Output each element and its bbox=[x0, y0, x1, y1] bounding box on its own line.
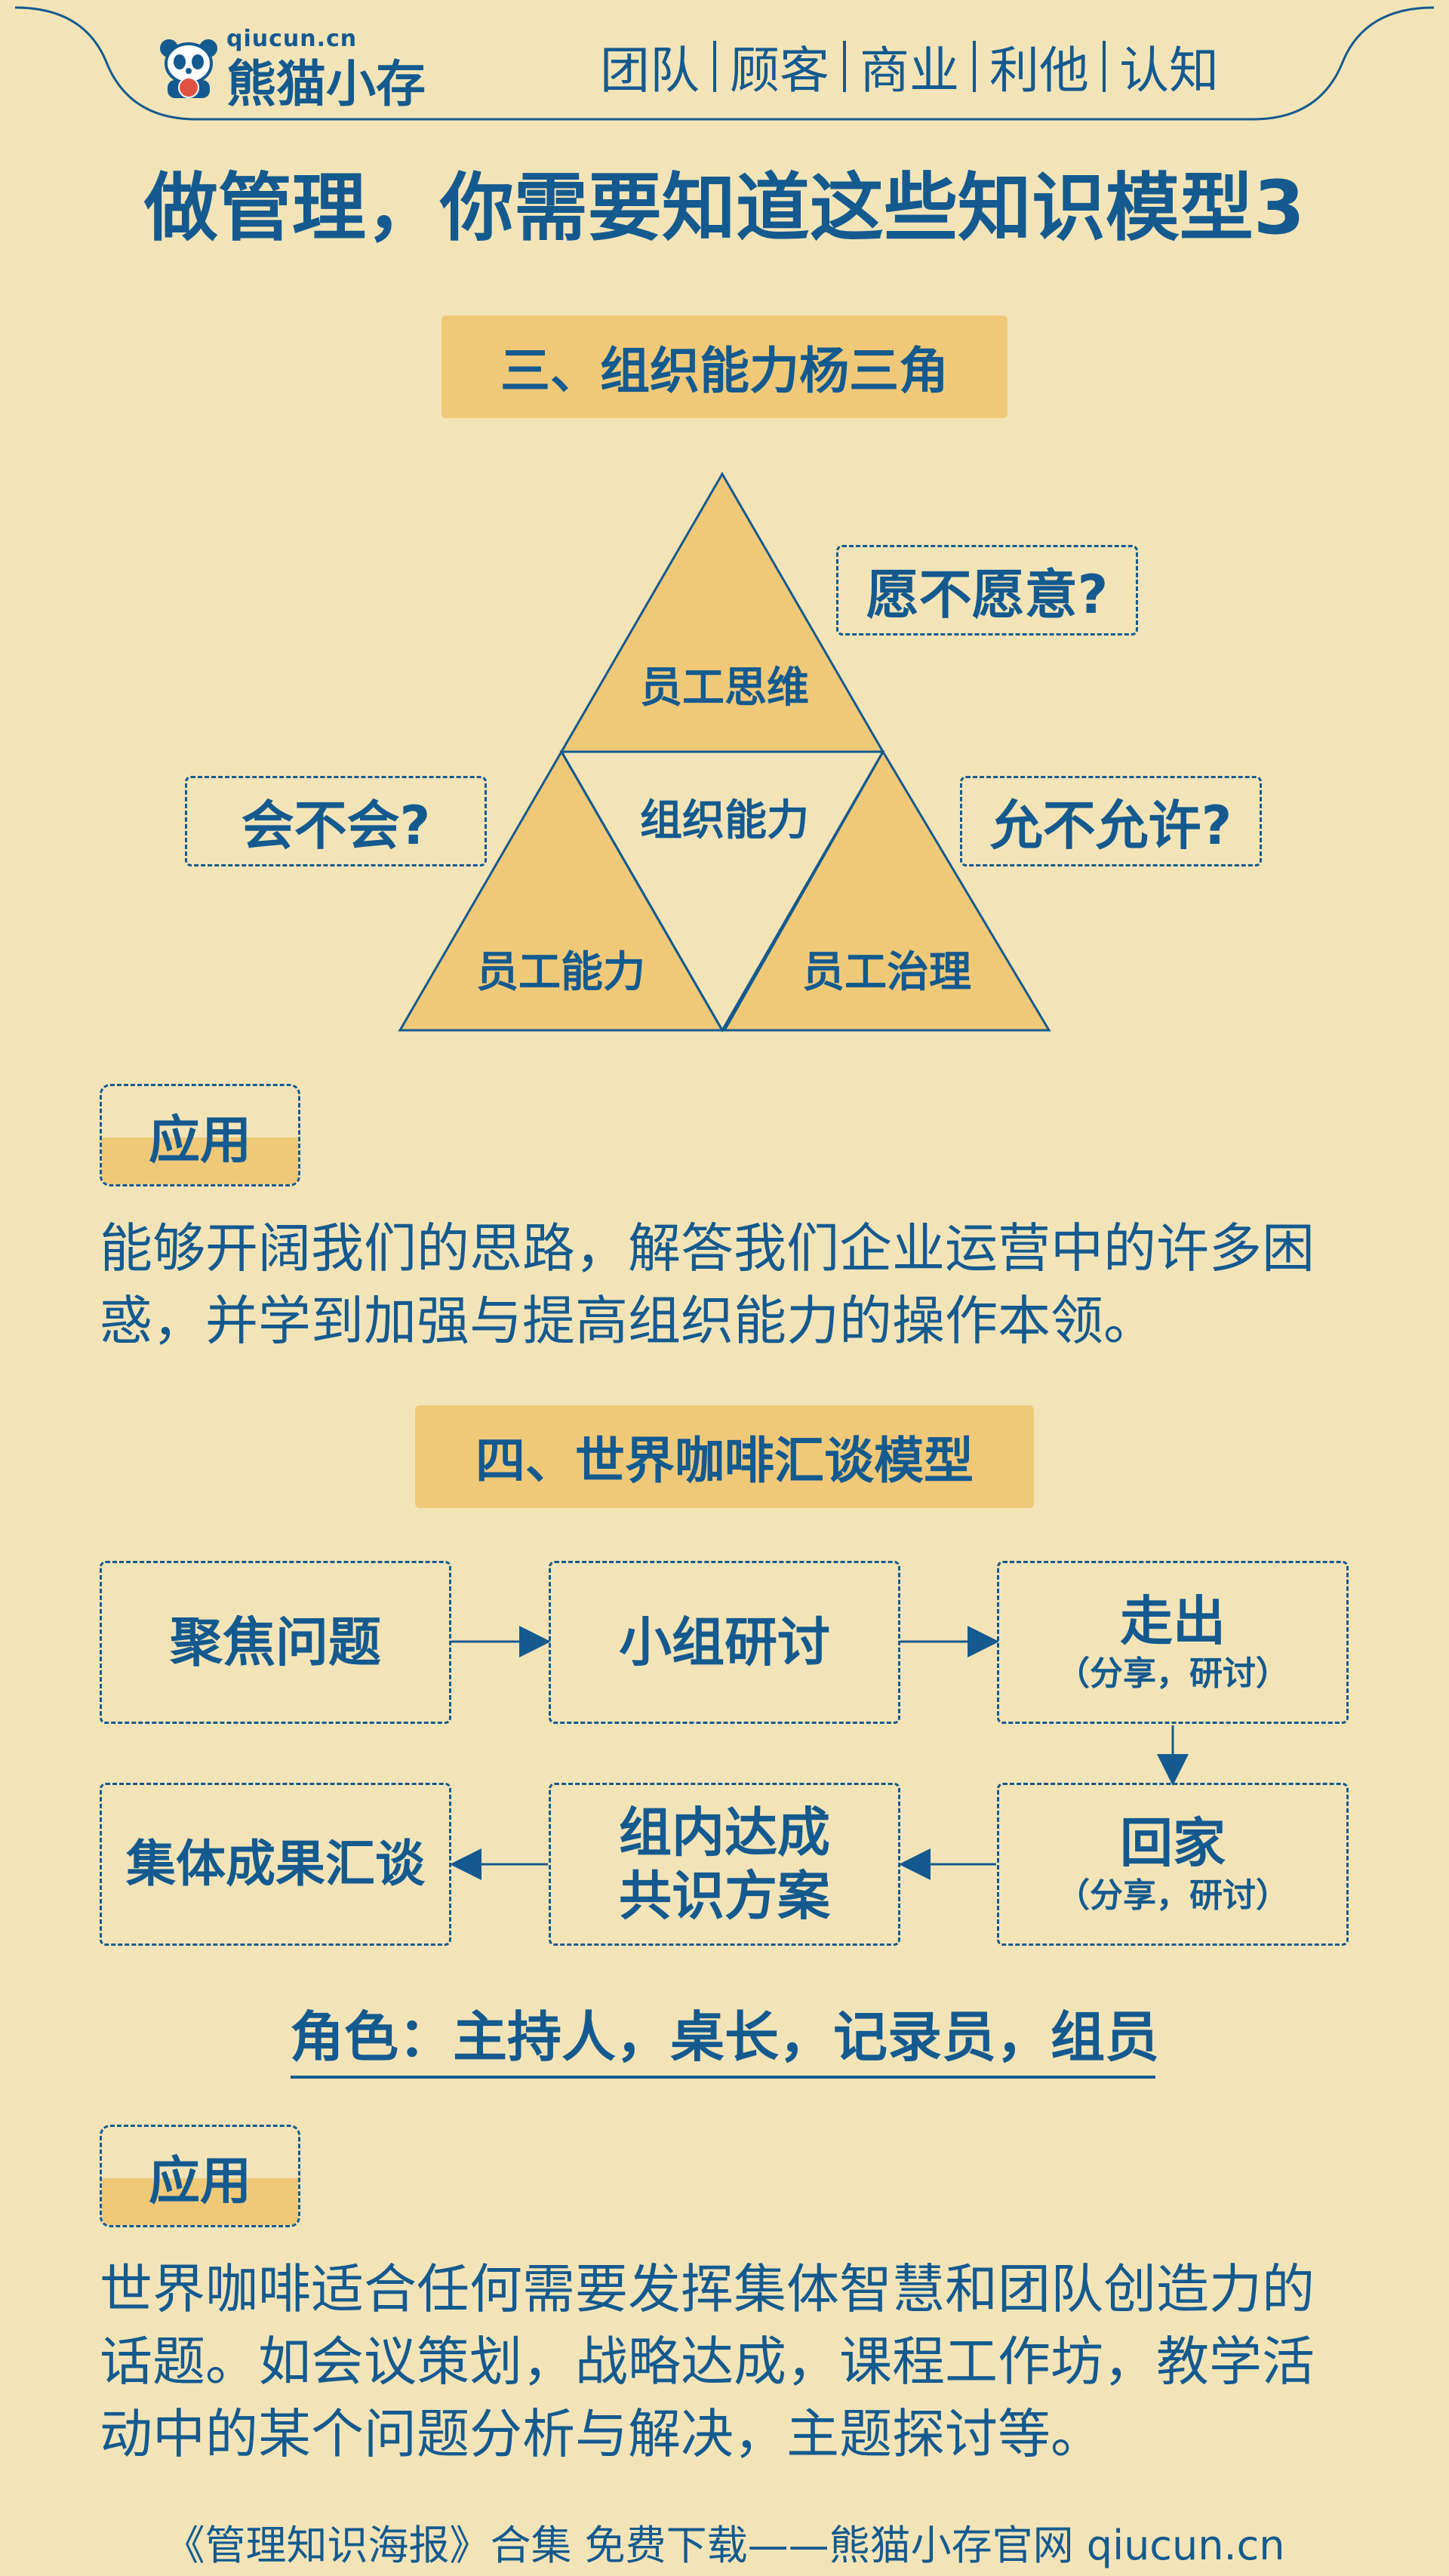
question-box-allowed: 允不允许? bbox=[960, 776, 1262, 866]
flow-step-discuss: 小组研讨 bbox=[549, 1561, 900, 1724]
world-cafe-flow-arrows bbox=[450, 1626, 1189, 1880]
triangle-label-center: 组织能力 bbox=[640, 796, 809, 845]
apply-badge: 应用 bbox=[100, 1084, 300, 1186]
footer-download-link[interactable]: 《管理知识海报》合集 免费下载——熊猫小存官网 qiucun.cn bbox=[164, 2522, 1285, 2569]
flow-step-sublabel: （分享，研讨） bbox=[1057, 1876, 1289, 1915]
section4-heading: 四、世界咖啡汇谈模型 bbox=[415, 1405, 1034, 1508]
section3-heading: 三、组织能力杨三角 bbox=[441, 315, 1008, 418]
nav-separator bbox=[973, 41, 976, 92]
flow-step-collective: 集体成果汇谈 bbox=[100, 1783, 451, 1946]
section3-apply-text: 能够开阔我们的思路，解答我们企业运营中的许多困 惑，并学到加强与提高组织能力的操… bbox=[100, 1212, 1383, 1357]
triangle-label-top: 员工思维 bbox=[640, 663, 809, 712]
nav-item-business[interactable]: 商业 bbox=[860, 42, 959, 100]
roles-line: 角色：主持人，桌长，记录员，组员 bbox=[289, 2005, 1159, 2069]
flow-step-consensus: 组内达成 共识方案 bbox=[549, 1783, 900, 1946]
header-frame bbox=[14, 6, 1435, 121]
section4-apply-text: 世界咖啡适合任何需要发挥集体智慧和团队创造力的 话题。如会议策划，战略达成，课程… bbox=[100, 2253, 1383, 2470]
apply-badge-label: 应用 bbox=[148, 1110, 251, 1171]
question-box-willing: 愿不愿意? bbox=[836, 545, 1138, 636]
apply-badge-fill bbox=[102, 1137, 298, 1184]
apply-badge: 应用 bbox=[100, 2125, 300, 2227]
yang-triangle-diagram bbox=[398, 472, 1051, 1033]
flow-step-label: 集体成果汇谈 bbox=[126, 1835, 425, 1893]
flow-step-label: 组内达成 bbox=[619, 1802, 830, 1864]
flow-step-label: 走出 bbox=[1120, 1590, 1226, 1652]
flow-step-out: 走出 （分享，研讨） bbox=[997, 1561, 1349, 1724]
nav-item-cognition[interactable]: 认知 bbox=[1119, 42, 1219, 100]
logo-brand-name: 熊猫小存 bbox=[226, 55, 426, 113]
flow-step-focus: 聚焦问题 bbox=[100, 1561, 451, 1724]
nav-item-altruism[interactable]: 利他 bbox=[989, 42, 1089, 100]
paragraph-line: 能够开阔我们的思路，解答我们企业运营中的许多困 bbox=[100, 1217, 1315, 1279]
nav-separator bbox=[1103, 41, 1106, 92]
flow-step-label: 回家 bbox=[1120, 1812, 1226, 1874]
nav-separator bbox=[843, 41, 846, 92]
flow-step-label: 小组研讨 bbox=[619, 1611, 830, 1673]
flow-step-label: 聚焦问题 bbox=[170, 1611, 381, 1673]
roles-underline bbox=[291, 2076, 1155, 2079]
flow-step-sublabel: （分享，研讨） bbox=[1057, 1654, 1289, 1693]
flow-step-home: 回家 （分享，研讨） bbox=[997, 1783, 1349, 1946]
paragraph-line: 惑，并学到加强与提高组织能力的操作本领。 bbox=[100, 1290, 1156, 1352]
apply-badge-label: 应用 bbox=[148, 2151, 251, 2211]
triangle-label-left: 员工能力 bbox=[476, 948, 645, 997]
nav-item-team[interactable]: 团队 bbox=[600, 42, 700, 100]
paragraph-line: 世界咖啡适合任何需要发挥集体智慧和团队创造力的 bbox=[100, 2258, 1315, 2320]
page-title: 做管理，你需要知道这些知识模型3 bbox=[143, 165, 1306, 251]
flow-step-label: 共识方案 bbox=[619, 1865, 830, 1927]
paragraph-line: 动中的某个问题分析与解决，主题探讨等。 bbox=[100, 2403, 1103, 2465]
panda-logo-icon bbox=[160, 39, 217, 98]
question-box-able: 会不会? bbox=[185, 776, 487, 866]
paragraph-line: 话题。如会议策划，战略达成，课程工作坊，教学活 bbox=[100, 2331, 1315, 2393]
apply-badge-fill bbox=[102, 2177, 298, 2225]
logo-domain: qiucun.cn bbox=[226, 26, 358, 52]
nav-separator bbox=[713, 41, 716, 92]
nav-item-customer[interactable]: 顾客 bbox=[730, 42, 829, 100]
triangle-label-right: 员工治理 bbox=[802, 948, 971, 997]
top-nav: 团队 顾客 商业 利他 认知 bbox=[600, 36, 1219, 100]
